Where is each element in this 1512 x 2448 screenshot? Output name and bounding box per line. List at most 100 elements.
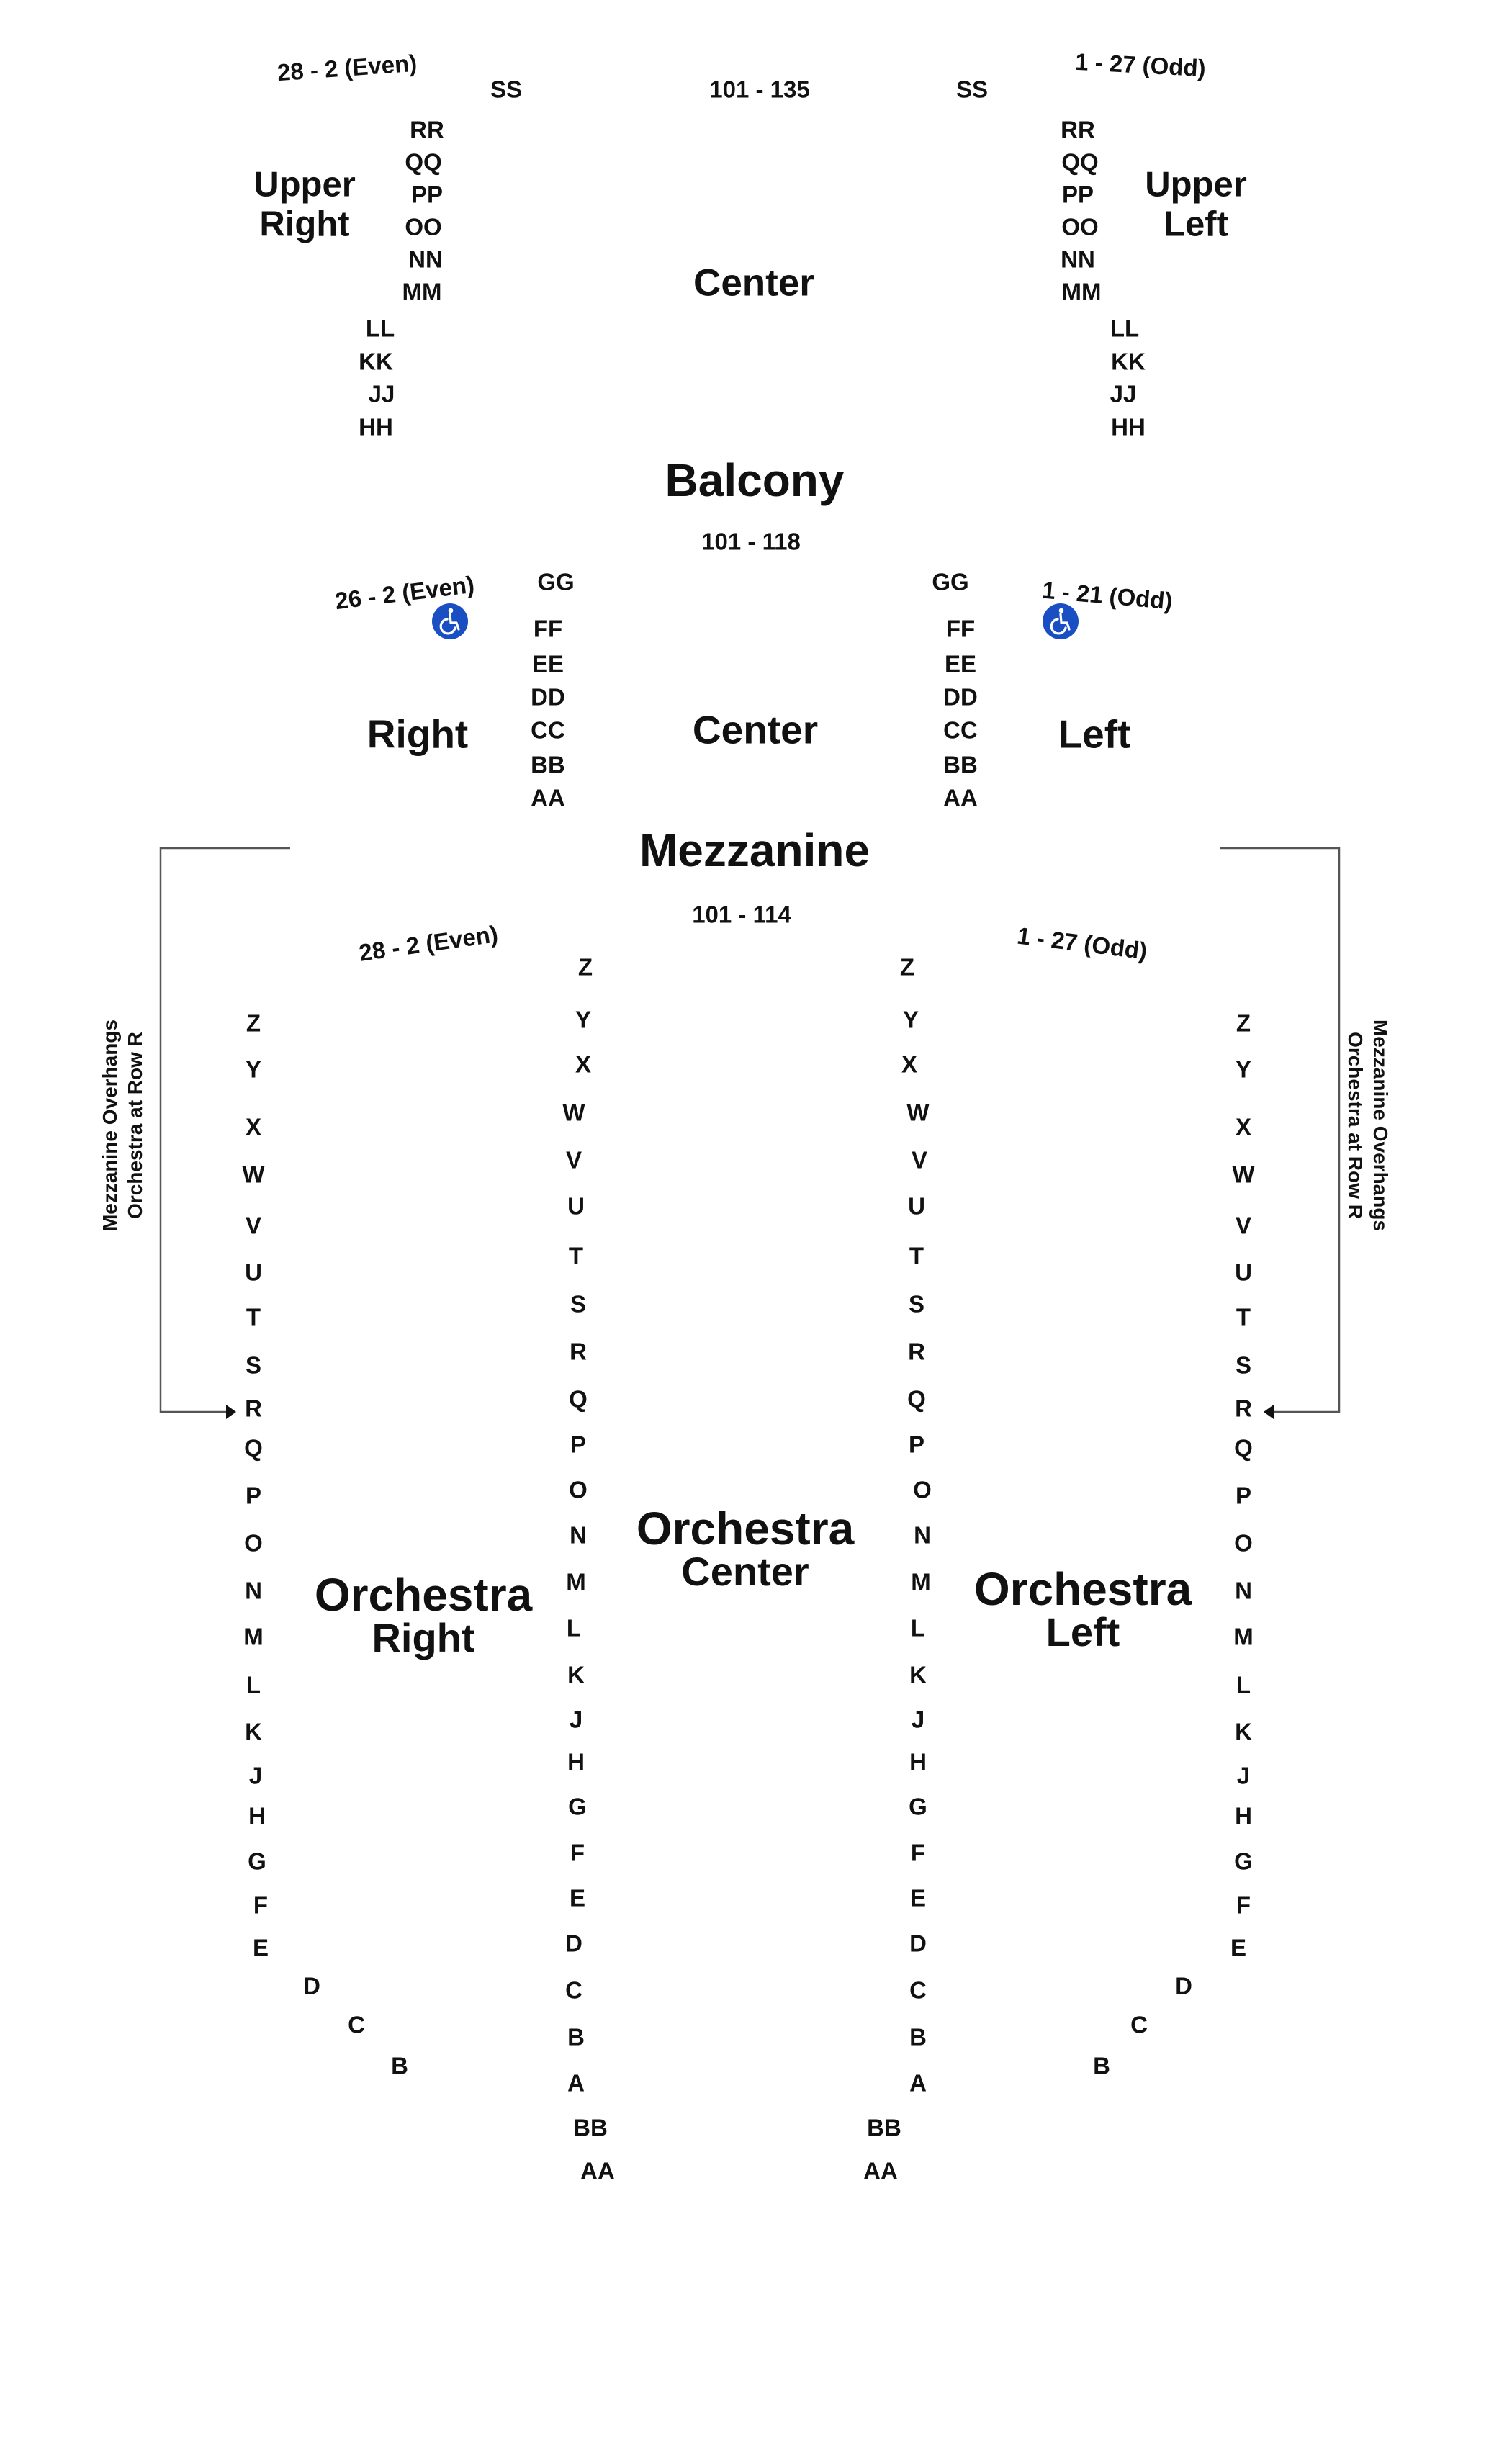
mezzanine-right-label: Right (366, 711, 469, 757)
mezzanine-row-label: CC (943, 716, 978, 744)
orchestra-right-row-label: W (242, 1161, 265, 1188)
orchestra-right-row-label: C (348, 2011, 365, 2038)
orchestra-left-row-label: N (1235, 1577, 1252, 1604)
orchestra-right-row-label: N (245, 1577, 262, 1604)
mezzanine-row-label: EE (944, 650, 977, 678)
orchestra-center-row-label: S (570, 1290, 587, 1318)
orchestra-center-row-label: H (567, 1748, 585, 1776)
orchestra-right-row-label: T (246, 1303, 261, 1331)
orchestra-left-row-label: Y (1235, 1056, 1252, 1083)
orchestra-center-row-label: T (909, 1242, 924, 1269)
orchestra-right-row-label: Q (244, 1434, 263, 1462)
orchestra-center-row-label: A (909, 2069, 927, 2097)
orchestra-left-row-label: W (1232, 1161, 1255, 1188)
orchestra-right-row-label: Z (246, 1009, 261, 1037)
wheelchair-icon (1043, 603, 1079, 639)
orchestra-left-row-label: M (1233, 1623, 1254, 1650)
balcony-row-label: KK (1111, 348, 1146, 375)
orchestra-left-row-label: C (1130, 2011, 1148, 2038)
orchestra-center-row-label: F (910, 1839, 926, 1866)
mezzanine-title: Mezzanine (639, 824, 870, 876)
orchestra-left-row-label: H (1235, 1802, 1252, 1830)
orchestra-left-row-label: T (1236, 1303, 1251, 1331)
orchestra-right-row-label: G (248, 1848, 266, 1875)
orchestra-left-row-label: G (1234, 1848, 1253, 1875)
orchestra-left-row-label: K (1235, 1718, 1252, 1745)
balcony-row-label: RR (1061, 116, 1095, 143)
orchestra-left-row-label: S (1235, 1351, 1252, 1379)
balcony-upper-left-label: Upper Left (1145, 165, 1247, 244)
mezzanine-row-label: FF (945, 615, 976, 642)
orchestra-center-row-label: L (566, 1614, 582, 1642)
orchestra-center-row-label: G (568, 1793, 587, 1820)
orchestra-right-row-label: D (303, 1972, 320, 1999)
orchestra-left-row-label: X (1235, 1113, 1252, 1140)
balcony-row-label: QQ (1061, 148, 1099, 176)
overhang-arrow-right (226, 1405, 236, 1419)
orchestra-center-row-label: BB (867, 2114, 901, 2141)
orchestra-center-row-label: B (567, 2023, 585, 2051)
balcony-row-ss-right: SS (490, 76, 523, 103)
balcony-row-label: OO (1061, 213, 1099, 240)
orchestra-right-row-label: J (248, 1762, 263, 1789)
balcony-row-label: LL (1110, 315, 1140, 342)
orchestra-center-row-label: J (911, 1706, 925, 1733)
mezzanine-row-label: BB (943, 751, 978, 778)
orchestra-center-row-label: T (568, 1242, 584, 1269)
orchestra-center-row-label: L (910, 1614, 926, 1642)
balcony-row-label: NN (408, 246, 443, 273)
orchestra-center-row-label: N (914, 1521, 931, 1549)
orchestra-center-row-label: A (567, 2069, 585, 2097)
orchestra-center-row-label: P (570, 1431, 587, 1458)
mezzanine-row-label: BB (531, 751, 565, 778)
wheelchair-icon (432, 603, 468, 639)
balcony-row-label: NN (1061, 246, 1095, 273)
orchestra-center-row-label: D (909, 1930, 927, 1957)
balcony-row-label: PP (1061, 181, 1094, 208)
mezzanine-left-label: Left (1058, 711, 1131, 757)
balcony-row-label: OO (405, 213, 442, 240)
orchestra-left-row-label: F (1236, 1891, 1251, 1919)
orchestra-center-row-label: BB (573, 2114, 608, 2141)
orchestra-right-row-label: F (253, 1891, 269, 1919)
orchestra-center-row-label: Y (575, 1006, 592, 1033)
orchestra-right-row-label: S (245, 1351, 262, 1379)
balcony-row-label: MM (1061, 278, 1102, 305)
orchestra-center-row-label: W (906, 1099, 930, 1126)
orchestra-right-row-label: H (248, 1802, 266, 1830)
orchestra-right-row-label: U (245, 1259, 262, 1286)
orchestra-center-row-label: C (565, 1976, 582, 2004)
orchestra-right-row-label: E (252, 1934, 269, 1961)
balcony-row-label: HH (1111, 413, 1146, 441)
orchestra-left-row-label: P (1235, 1482, 1252, 1509)
orchestra-center-row-label: U (908, 1192, 925, 1220)
orchestra-left-row-label: D (1175, 1972, 1192, 1999)
balcony-row-label: RR (410, 116, 444, 143)
orchestra-left-row-label: L (1236, 1671, 1251, 1698)
orchestra-center-row-label: X (901, 1050, 918, 1078)
orchestra-left-row-label: Q (1234, 1434, 1253, 1462)
orchestra-center-row-label: E (569, 1884, 586, 1912)
orchestra-left-row-label: Z (1236, 1009, 1251, 1037)
mezzanine-row-label: FF (533, 615, 563, 642)
mezzanine-row-label: AA (943, 784, 978, 811)
orchestra-left-row-label: B (1093, 2052, 1110, 2079)
orchestra-right-row-label: L (246, 1671, 261, 1698)
orchestra-left-row-label: V (1235, 1212, 1252, 1239)
balcony-row-label: PP (410, 181, 444, 208)
balcony-row-label: QQ (405, 148, 442, 176)
orchestra-center-range: 101 - 114 (692, 901, 791, 928)
mezzanine-center-range: 101 - 118 (701, 528, 801, 555)
mezzanine-row-label: DD (531, 683, 565, 711)
mezzanine-center-label: Center (692, 707, 819, 752)
orchestra-center-row-label: K (909, 1661, 927, 1688)
balcony-row-label: LL (365, 315, 395, 342)
overhang-bracket-left (1220, 847, 1341, 1413)
orchestra-center-row-label: Q (569, 1385, 588, 1413)
orchestra-center-row-label: S (908, 1290, 925, 1318)
orchestra-right-row-label: P (245, 1482, 262, 1509)
